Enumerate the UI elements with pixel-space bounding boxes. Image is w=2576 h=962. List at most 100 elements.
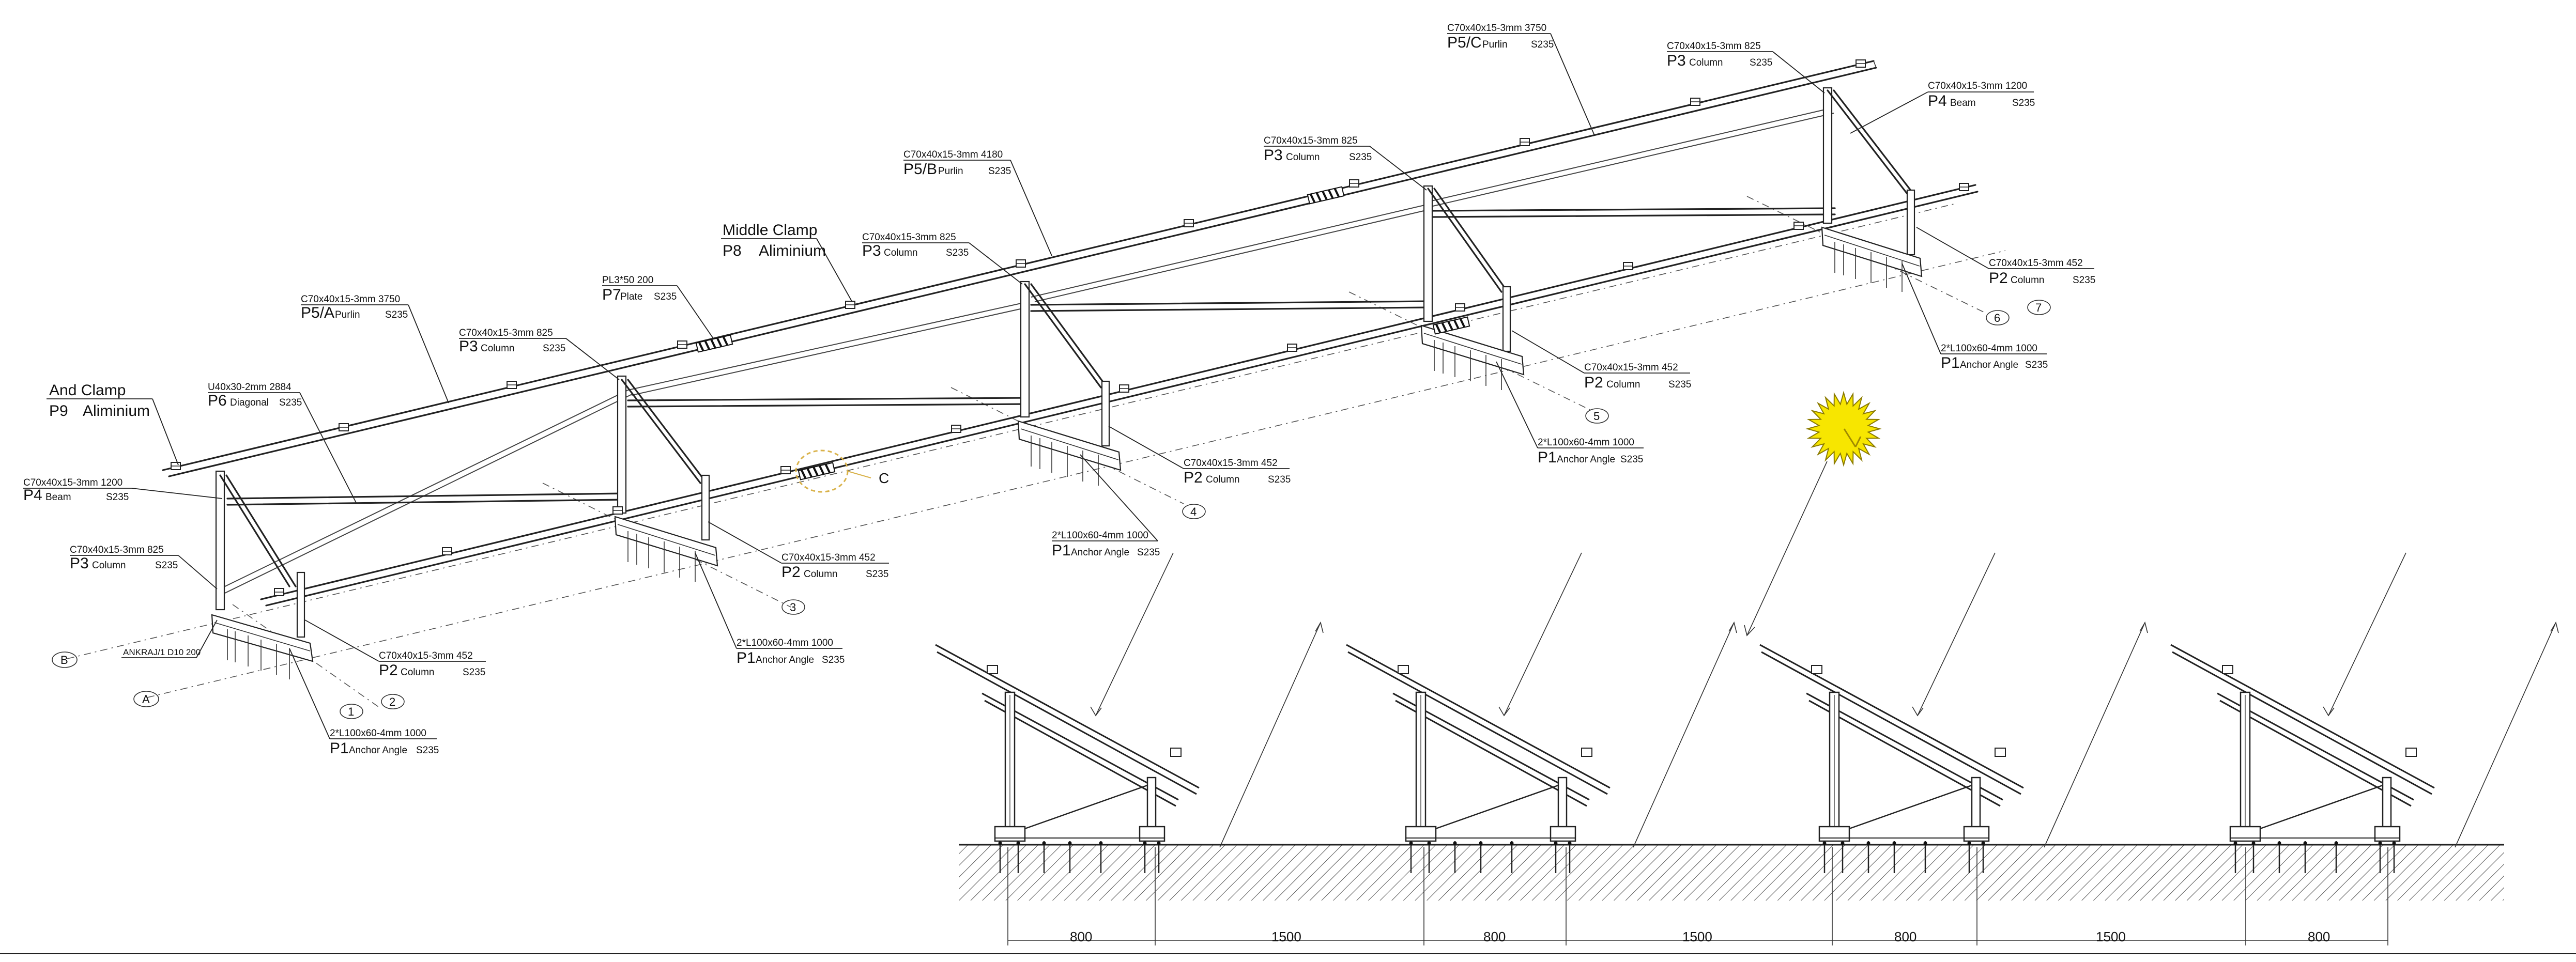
side-frame-2	[1346, 644, 1611, 873]
callout-p3b-desc: Column	[481, 343, 514, 354]
frame-2	[614, 375, 718, 582]
callout-p2e-desc: Column	[2011, 275, 2044, 286]
grid-row-b: B	[60, 654, 68, 666]
callout-p8-desc: Aliminium	[759, 242, 826, 259]
callout-p2d-code: P2	[1584, 374, 1603, 391]
callout-p3d-code: P3	[1264, 147, 1283, 164]
callout-p3a-line1: C70x40x15-3mm 825	[70, 545, 164, 555]
callout-p1b-code: P1	[737, 649, 756, 666]
grid-row-a: A	[142, 693, 150, 706]
callout-p6-mat: S235	[279, 397, 302, 408]
callout-p7-desc: Plate	[620, 291, 642, 302]
callout-p3d: C70x40x15-3mm 825 P3 Column S235	[1264, 135, 1427, 191]
callout-p5b-desc: Purlin	[938, 166, 963, 177]
dimension-line: 800 1500 800 1500 800 1500 800	[1007, 847, 2388, 945]
callout-p3c-mat: S235	[946, 247, 969, 258]
callout-p5b: C70x40x15-3mm 4180 P5/B Purlin S235	[903, 149, 1052, 256]
frame-4	[1420, 185, 1525, 390]
grid-col-markers: 1 2 3 4 5 6 7	[340, 300, 2051, 719]
callout-p9-code: P9	[49, 402, 68, 420]
callout-p3a-code: P3	[70, 555, 89, 572]
callout-p3c-line1: C70x40x15-3mm 825	[862, 232, 956, 243]
callout-p1d-desc: Anchor Angle	[1557, 454, 1615, 465]
diagonal-bracing	[219, 108, 1834, 594]
callout-p8-line1: Middle Clamp	[723, 222, 817, 239]
callout-p4a-mat: S235	[106, 492, 129, 503]
callout-p2b-desc: Column	[804, 569, 837, 580]
callout-p5b-code: P5/B	[903, 161, 937, 178]
callout-p1a-line1: 2*L100x60-4mm 1000	[330, 728, 426, 739]
callout-p2b-code: P2	[781, 564, 801, 581]
callout-p1a-code: P1	[330, 740, 349, 757]
frame-3	[1017, 281, 1122, 486]
callout-p1b-mat: S235	[822, 655, 845, 665]
callout-p2d-mat: S235	[1668, 379, 1691, 390]
grid-row-markers: B A	[52, 651, 159, 707]
callout-p3e-code: P3	[1667, 52, 1686, 69]
callout-p6-code: P6	[208, 392, 227, 409]
callout-p7-code: P7	[602, 286, 621, 303]
callout-p2d-desc: Column	[1606, 379, 1640, 390]
callout-p3b: C70x40x15-3mm 825 P3 Column S235	[459, 328, 620, 380]
callout-p3e-mat: S235	[1750, 57, 1772, 68]
callout-p3a: C70x40x15-3mm 825 P3 Column S235	[70, 545, 218, 589]
callout-p3d-desc: Column	[1286, 152, 1320, 163]
grid-col-2: 2	[389, 695, 395, 708]
ground-hatch	[959, 845, 2504, 901]
callout-p2d: C70x40x15-3mm 452 P2 Column S235	[1511, 330, 1691, 391]
sun-rays	[1090, 552, 2559, 848]
callout-p2a-mat: S235	[463, 667, 485, 678]
callout-p5c: C70x40x15-3mm 3750 P5/C Purlin S235	[1447, 23, 1595, 136]
callout-p1c-desc: Anchor Angle	[1071, 547, 1129, 558]
callout-p1c: 2*L100x60-4mm 1000 P1 Anchor Angle S235	[1052, 454, 1160, 559]
dim-7: 800	[2308, 929, 2330, 944]
callout-p4b: C70x40x15-3mm 1200 P4 Beam S235	[1850, 81, 2035, 134]
callout-p2a-code: P2	[379, 662, 398, 679]
callout-p1e-mat: S235	[2025, 360, 2048, 370]
anchor-note: ANKRAJ/1 D10 200	[121, 619, 218, 658]
callout-p4a: C70x40x15-3mm 1200 P4 Beam S235	[23, 477, 223, 504]
callout-p4a-desc: Beam	[45, 492, 71, 503]
callout-p3a-desc: Column	[92, 560, 126, 571]
callout-p3c-desc: Column	[884, 247, 917, 258]
callout-p5c-desc: Purlin	[1482, 39, 1508, 50]
isometric-structure: C 1 2 3 4 5 6 7 B A ANKRAJ/1	[52, 59, 2051, 719]
callout-p2c-mat: S235	[1268, 474, 1291, 485]
dim-3: 800	[1483, 929, 1506, 944]
callout-p3b-mat: S235	[543, 343, 565, 354]
callout-p6: U40x30-2mm 2884 P6 Diagonal S235	[208, 382, 357, 504]
callout-p7: PL3*50 200 P7 Plate S235	[602, 275, 714, 339]
callout-p4a-code: P4	[23, 487, 42, 504]
callout-p2e: C70x40x15-3mm 452 P2 Column S235	[1916, 227, 2095, 287]
lower-purlin	[260, 184, 1979, 607]
callout-p9-desc: Aliminium	[83, 402, 150, 420]
callout-p4b-desc: Beam	[1950, 98, 1976, 108]
callout-p2b: C70x40x15-3mm 452 P2 Column S235	[708, 521, 889, 581]
callout-p2c-desc: Column	[1206, 474, 1239, 485]
callout-p1a-mat: S235	[416, 745, 439, 756]
callout-p2c-line1: C70x40x15-3mm 452	[1184, 458, 1278, 469]
grid-col-3: 3	[790, 601, 796, 614]
sun-icon	[1744, 391, 1882, 637]
detail-c: C	[795, 449, 889, 493]
dim-1: 800	[1070, 929, 1092, 944]
callout-p5a-mat: S235	[385, 309, 408, 320]
upper-purlin	[162, 60, 1877, 477]
callout-p5a: C70x40x15-3mm 3750 P5/A Purlin S235	[301, 294, 449, 404]
callout-p5a-code: P5/A	[301, 304, 334, 321]
callout-p2e-code: P2	[1989, 270, 2008, 287]
callout-p1d-mat: S235	[1620, 454, 1643, 465]
callout-p2c-code: P2	[1184, 469, 1203, 486]
callout-p2a-line1: C70x40x15-3mm 452	[379, 650, 473, 661]
callout-p3b-line1: C70x40x15-3mm 825	[459, 328, 553, 338]
callout-p1e-desc: Anchor Angle	[1960, 360, 2018, 370]
grid-col-6: 6	[1994, 312, 2000, 324]
callout-p1b: 2*L100x60-4mm 1000 P1 Anchor Angle S235	[695, 552, 845, 666]
grid-axis-lines	[67, 196, 2006, 708]
callout-p4b-code: P4	[1928, 92, 1947, 110]
dim-5: 800	[1894, 929, 1916, 944]
grid-col-4: 4	[1190, 505, 1197, 518]
callout-p7-mat: S235	[654, 291, 677, 302]
callout-p2e-line1: C70x40x15-3mm 452	[1989, 258, 2083, 269]
frame-5	[1821, 87, 1923, 292]
